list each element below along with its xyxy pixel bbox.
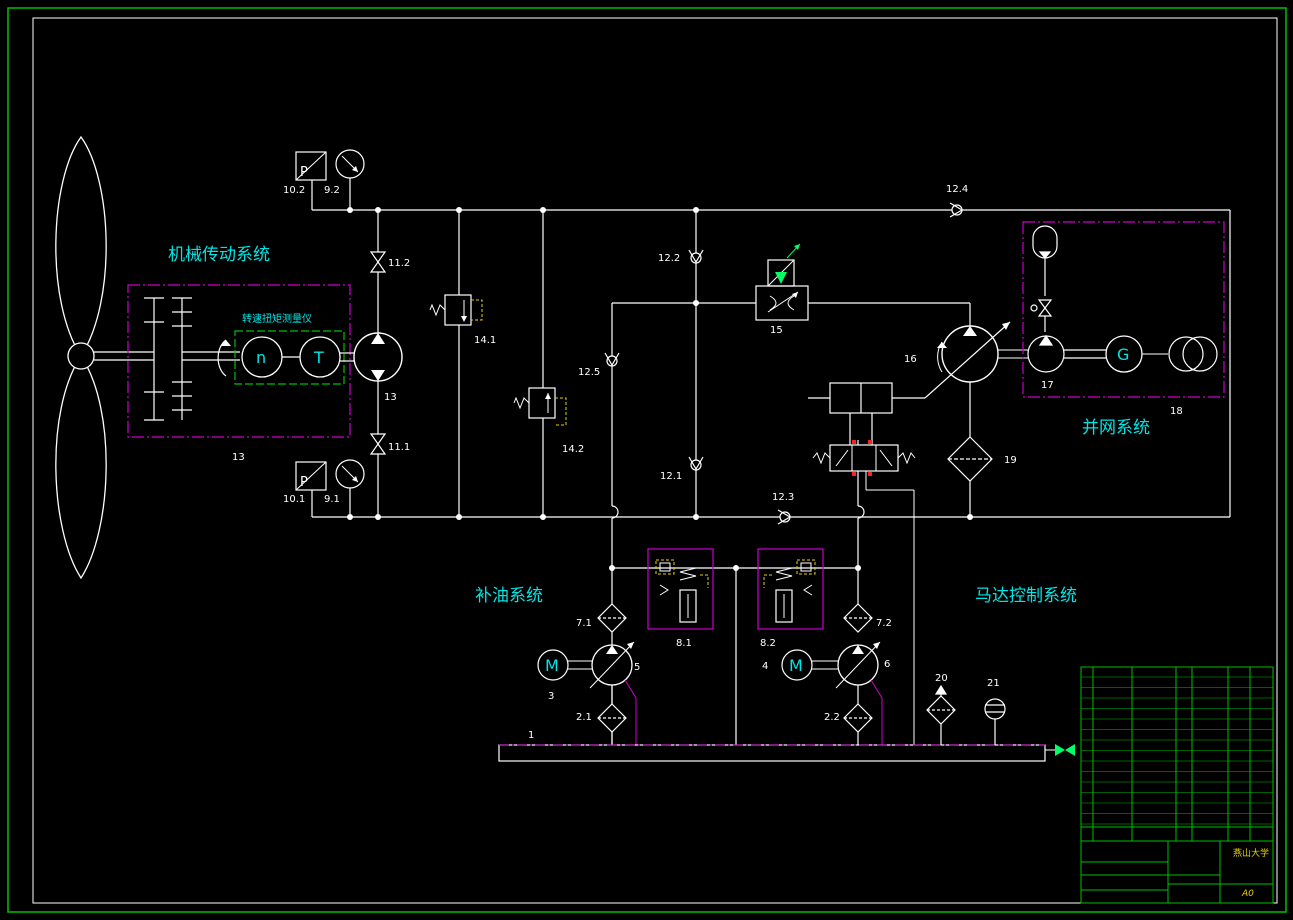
charge-pump-6 [812,641,883,760]
label-12-1: 12.1 [660,471,682,482]
check-valve-12-3 [777,509,792,525]
motor-3-icon [537,649,569,681]
check-valve-12-1 [688,456,704,471]
mechanical-system-title: 机械传动系统 [168,245,270,265]
label-7-2: 7.2 [876,618,892,629]
charge-system-title: 补油系统 [475,586,543,606]
throttle-valve-15 [755,243,809,321]
label-20: 20 [935,673,948,684]
label-7-1: 7.1 [576,618,592,629]
school-name: 燕山大学 [1233,847,1269,859]
ball-valve-11-2 [369,251,387,273]
transformer-icon [1168,336,1218,372]
main-pump-13 [346,332,403,382]
charge-pump-5 [568,641,637,760]
label-18: 18 [1170,406,1183,417]
grid-group-box [1022,221,1225,398]
gearbox [144,297,240,421]
junction-dots [347,207,973,571]
motor-control-title: 马达控制系统 [975,586,1077,606]
relief-valve-14-1 [429,294,483,326]
title-block-rows [1081,676,1273,825]
filter-2-1 [597,703,627,733]
variable-motor-16 [924,321,1030,399]
label-17: 17 [1041,380,1054,391]
pressure-symbol-top: P [300,165,308,180]
label-15: 15 [770,325,783,336]
label-4: 4 [762,661,768,672]
label-13-pump: 13 [384,392,397,403]
torque-symbol: T [313,348,324,367]
title-block [1080,666,1274,904]
label-12-2: 12.2 [658,253,680,264]
inner-frame [32,17,1278,904]
label-6: 6 [884,659,890,670]
relief-group-8-2 [757,548,824,630]
relief-group-8-1 [647,548,714,630]
label-2-1: 2.1 [576,712,592,723]
rotation-arrow-icon [217,339,227,377]
ball-valve-11-1 [369,433,387,455]
pressure-symbol-bottom: P [300,475,308,490]
accumulator [1030,225,1058,332]
filter-19 [947,436,993,482]
label-8-1: 8.1 [676,638,692,649]
label-5: 5 [634,662,640,673]
rotation-arrowhead-icon [221,340,231,346]
air-filter-20 [926,684,956,745]
filter-7-1 [597,603,627,633]
torque-sensor-icon [299,336,341,378]
label-3: 3 [548,691,554,702]
motor-4-icon [781,649,813,681]
sheet-size: A0 [1241,889,1254,899]
speed-symbol: n [256,348,266,367]
generator-symbol: G [1117,345,1129,364]
mechanical-group-box [127,284,351,438]
label-14-1: 14.1 [474,335,496,346]
label-9-1: 9.1 [324,494,340,505]
grid-system-title: 并网系统 [1082,418,1150,438]
motor-4-symbol: M [789,656,803,675]
label-1: 1 [528,730,534,741]
servo-cylinder [808,382,925,445]
hydraulic-pump-17 [1027,334,1106,373]
label-9-2: 9.2 [324,185,340,196]
label-12-4: 12.4 [946,184,968,195]
filter-7-2 [843,603,873,633]
directional-valve [812,440,916,748]
label-16: 16 [904,354,917,365]
pressure-sensor-10-2 [295,151,327,181]
label-11-1: 11.1 [388,442,410,453]
oil-tank-1 [498,744,1075,762]
relief-valve-14-2 [513,387,567,426]
check-valve-12-2 [688,249,704,264]
label-19: 19 [1004,455,1017,466]
wind-rotor [55,135,150,580]
label-10-2: 10.2 [283,185,305,196]
torque-meter-label: 转速扭矩测量仪 [242,312,312,325]
check-valve-12-4 [949,202,964,218]
label-11-2: 11.2 [388,258,410,269]
label-13-group: 13 [232,452,245,463]
torque-meter-box [234,330,345,385]
label-21: 21 [987,678,1000,689]
motor-3-symbol: M [545,656,559,675]
label-8-2: 8.2 [760,638,776,649]
label-14-2: 14.2 [562,444,584,455]
pressure-gauge-9-1 [335,459,365,489]
check-valve-12-5 [604,352,620,367]
pressure-gauge-9-2 [335,149,365,179]
label-2-2: 2.2 [824,712,840,723]
outer-frame [7,7,1287,913]
label-10-1: 10.1 [283,494,305,505]
label-12-5: 12.5 [578,367,600,378]
filter-2-2 [843,703,873,733]
hydraulic-lines [311,178,1231,748]
thermometer-21 [984,698,1006,745]
label-12-3: 12.3 [772,492,794,503]
pressure-sensor-10-1 [295,461,327,491]
